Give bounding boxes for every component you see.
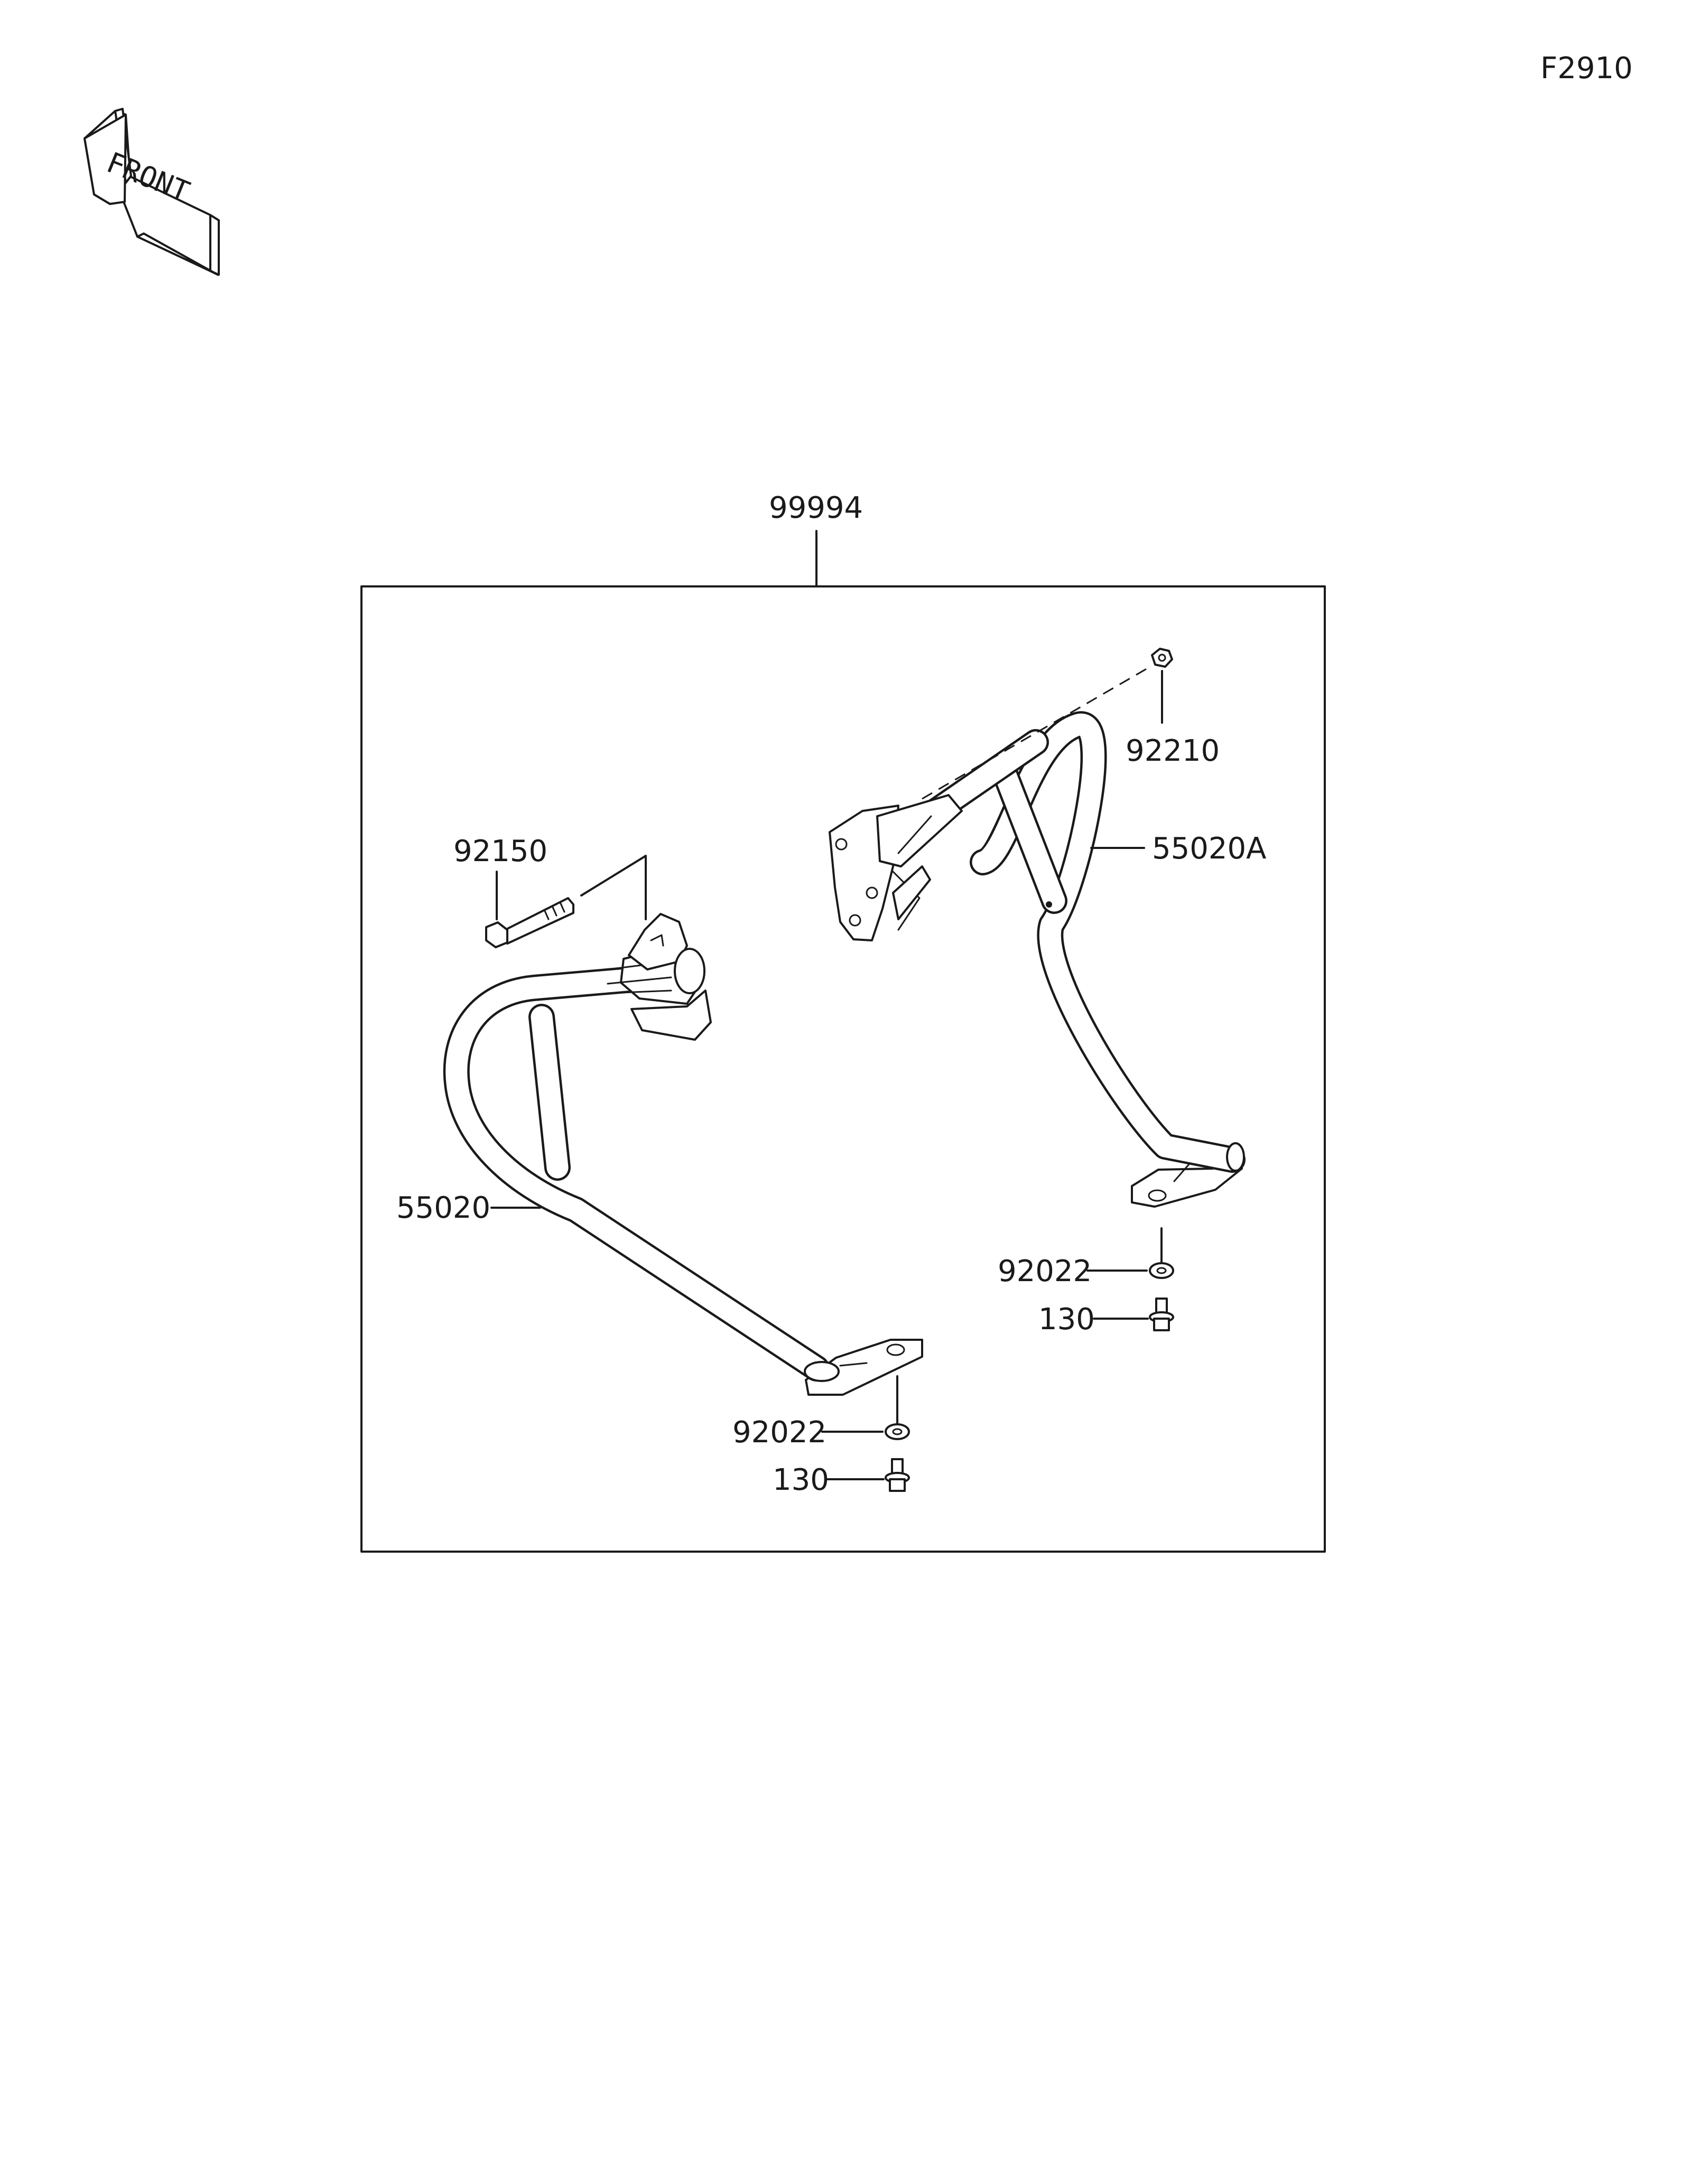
assembly-label: 99994 bbox=[769, 491, 863, 525]
part-label-92022-left: 92022 bbox=[732, 1415, 826, 1450]
nut-icon bbox=[1151, 648, 1173, 668]
part-label-92150: 92150 bbox=[453, 834, 547, 869]
flange-bolt-icon bbox=[1149, 1298, 1174, 1331]
flange-bolt-icon bbox=[885, 1458, 910, 1492]
part-label-92022-right: 92022 bbox=[998, 1254, 1092, 1289]
washer-icon bbox=[1149, 1262, 1174, 1279]
part-label-130-right: 130 bbox=[1038, 1302, 1095, 1337]
part-label-130-left: 130 bbox=[773, 1463, 829, 1497]
front-arrow-icon: FRONT bbox=[83, 108, 220, 276]
engine-guard-left bbox=[443, 913, 923, 1396]
leader-bolt-line bbox=[580, 855, 647, 897]
bolt-icon bbox=[485, 897, 574, 948]
part-label-55020: 55020 bbox=[396, 1191, 490, 1225]
part-label-55020a: 55020A bbox=[1152, 832, 1266, 866]
assembly-frame bbox=[360, 585, 1326, 1553]
engine-guard-right bbox=[829, 665, 1246, 1208]
figure-code: F2910 bbox=[1540, 51, 1633, 86]
part-label-92210: 92210 bbox=[1126, 734, 1220, 768]
washer-icon bbox=[885, 1423, 910, 1440]
